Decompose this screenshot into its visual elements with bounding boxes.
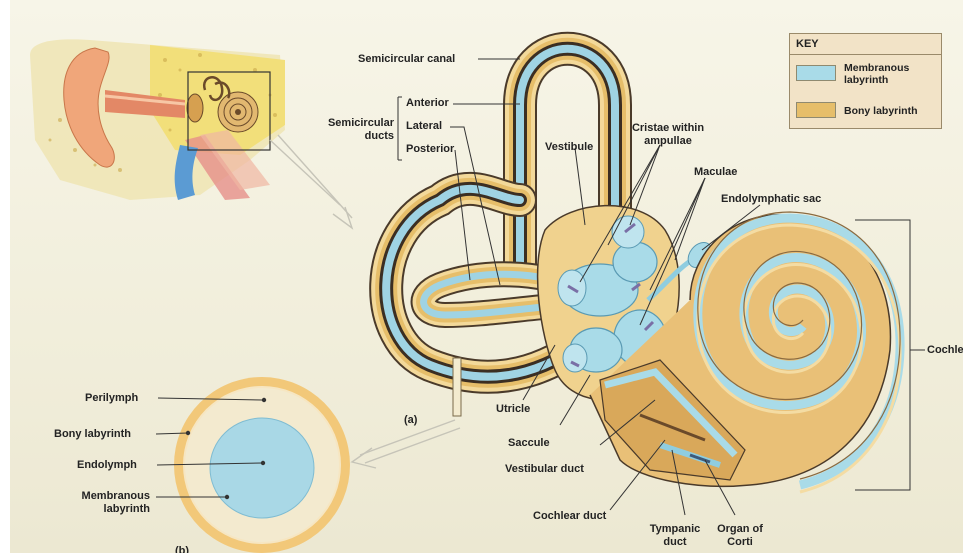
legend-key: KEY Membranous labyrinth Bony labyrinth: [789, 33, 942, 129]
bony-swatch: [796, 102, 836, 118]
legend-bony-label: Bony labyrinth: [844, 105, 918, 117]
label-cochlea: Cochle: [927, 344, 963, 357]
label-semicircular-canal: Semicircular canal: [358, 53, 455, 66]
ear-overview-inset: [30, 39, 285, 200]
canal-section-marker: [453, 358, 461, 416]
label-utricle: Utricle: [496, 403, 530, 416]
label-part-a: (a): [404, 414, 417, 427]
label-bony-labyrinth: Bony labyrinth: [54, 428, 131, 441]
inset-arrow: [270, 135, 352, 228]
label-maculae: Maculae: [694, 166, 737, 179]
part-b-arrow: [352, 420, 460, 468]
legend-membranous-label: Membranous labyrinth: [844, 62, 939, 86]
label-membranous-labyrinth: Membranous labyrinth: [60, 490, 150, 516]
label-cristae-within-ampullae: Cristae within ampullae: [620, 122, 716, 148]
legend-title: KEY: [796, 38, 819, 50]
label-endolymph: Endolymph: [77, 459, 137, 472]
label-vestibular-duct: Vestibular duct: [505, 463, 584, 476]
label-semicircular-ducts: Semicircular ducts: [308, 117, 394, 143]
label-posterior: Posterior: [406, 143, 454, 156]
label-saccule: Saccule: [508, 437, 550, 450]
membranous-swatch: [796, 65, 836, 81]
label-endolymphatic-sac: Endolymphatic sac: [721, 193, 821, 206]
legend-divider: [790, 54, 941, 55]
cross-section-b: [174, 377, 350, 553]
label-vestibule: Vestibule: [545, 141, 593, 154]
label-anterior: Anterior: [406, 97, 449, 110]
label-organ-of-corti: Organ of Corti: [714, 523, 766, 549]
label-lateral: Lateral: [406, 120, 442, 133]
label-part-b: (b): [175, 545, 189, 553]
label-perilymph: Perilymph: [85, 392, 138, 405]
label-tympanic-duct: Tympanic duct: [640, 523, 710, 549]
label-cochlear-duct: Cochlear duct: [533, 510, 606, 523]
